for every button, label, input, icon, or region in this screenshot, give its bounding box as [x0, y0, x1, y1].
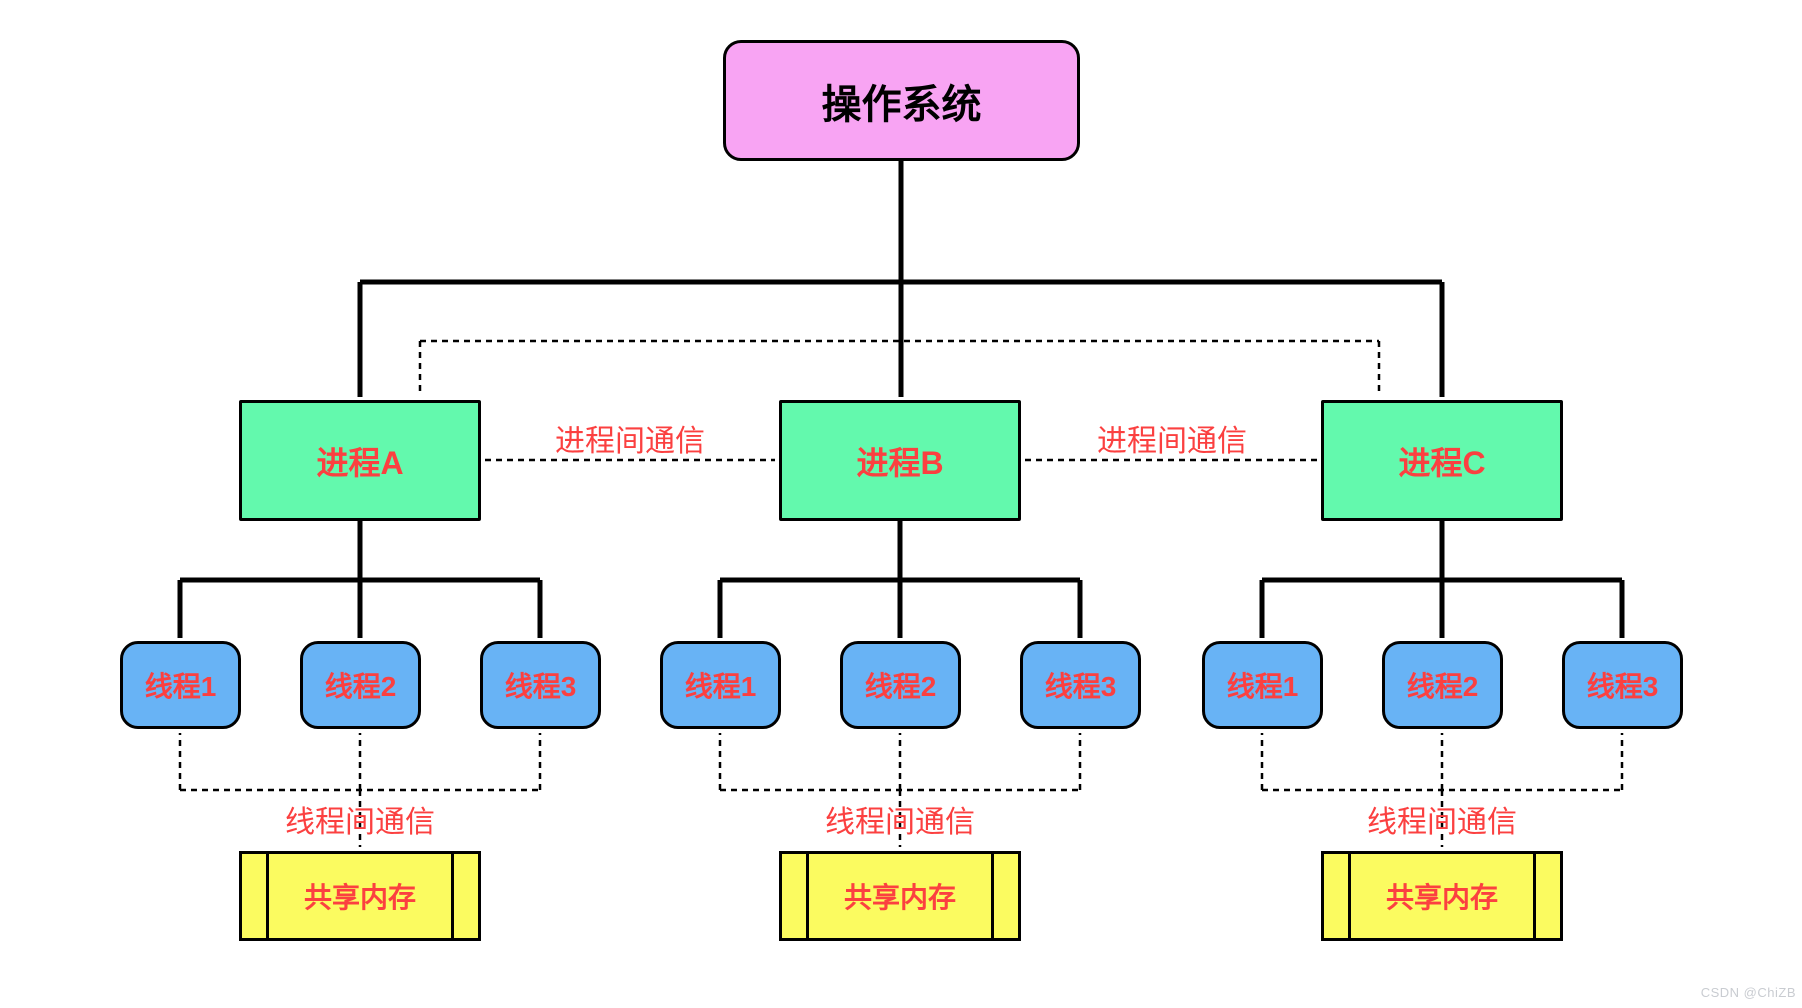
process-c-label: 进程C	[1398, 444, 1486, 481]
thread-comm-net-c	[1260, 733, 1624, 847]
divider-line	[991, 854, 994, 938]
thread-a2-node: 线程2	[300, 641, 421, 729]
thread-a1-node: 线程1	[120, 641, 241, 729]
process-b-thread-tree	[717, 521, 1083, 638]
divider-line	[1348, 854, 1351, 938]
os-to-process-tree	[357, 161, 1445, 397]
process-b-label: 进程B	[856, 444, 944, 481]
thread-c3-label: 线程3	[1586, 671, 1659, 702]
process-c-thread-tree	[1259, 521, 1625, 638]
shared-memory-b-label: 共享内存	[843, 882, 956, 913]
shared-memory-c-node: 共享内存	[1321, 851, 1563, 941]
process-a-thread-tree	[177, 521, 543, 638]
thread-c2-node: 线程2	[1382, 641, 1503, 729]
thread-b3-label: 线程3	[1044, 671, 1117, 702]
divider-line	[266, 854, 269, 938]
thread-b1-label: 线程1	[684, 671, 757, 702]
thread-a2-label: 线程2	[324, 671, 397, 702]
thread-c3-node: 线程3	[1562, 641, 1683, 729]
thread-a1-label: 线程1	[144, 671, 217, 702]
thread-b1-node: 线程1	[660, 641, 781, 729]
thread-comm-label-b: 线程间通信	[825, 806, 975, 839]
thread-comm-label-a: 线程间通信	[285, 806, 435, 839]
thread-comm-net-b	[718, 733, 1082, 847]
thread-comm-label-c: 线程间通信	[1367, 806, 1517, 839]
thread-b3-node: 线程3	[1020, 641, 1141, 729]
shared-memory-c-label: 共享内存	[1385, 882, 1498, 913]
thread-c1-label: 线程1	[1226, 671, 1299, 702]
divider-line	[451, 854, 454, 938]
thread-a3-node: 线程3	[480, 641, 601, 729]
thread-b2-label: 线程2	[864, 671, 937, 702]
process-comm-label-ab: 进程间通信	[555, 425, 705, 458]
thread-a3-label: 线程3	[504, 671, 577, 702]
os-label: 操作系统	[821, 82, 982, 127]
process-a-node: 进程A	[239, 400, 481, 521]
thread-comm-net-a	[178, 733, 542, 847]
thread-b2-node: 线程2	[840, 641, 961, 729]
divider-line	[1533, 854, 1536, 938]
process-c-node: 进程C	[1321, 400, 1563, 521]
process-comm-label-bc: 进程间通信	[1097, 425, 1247, 458]
shared-memory-a-label: 共享内存	[303, 882, 416, 913]
thread-c1-node: 线程1	[1202, 641, 1323, 729]
os-node: 操作系统	[723, 40, 1080, 161]
watermark: CSDN @ChiZB	[1700, 985, 1796, 1000]
shared-memory-a-node: 共享内存	[239, 851, 481, 941]
process-a-label: 进程A	[316, 444, 404, 481]
process-a-c-comm-route	[418, 339, 1381, 396]
shared-memory-b-node: 共享内存	[779, 851, 1021, 941]
thread-c2-label: 线程2	[1406, 671, 1479, 702]
process-b-node: 进程B	[779, 400, 1021, 521]
divider-line	[806, 854, 809, 938]
